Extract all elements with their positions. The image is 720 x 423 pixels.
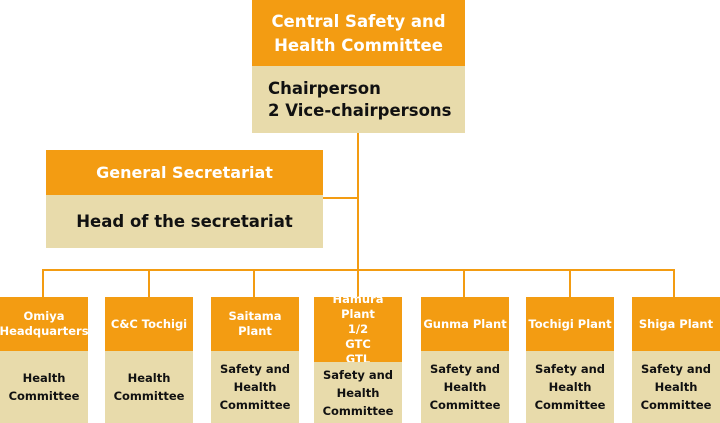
- unit-title-line: Plant: [238, 324, 272, 338]
- unit-committee-line: Health: [22, 371, 66, 385]
- unit-committee-line: Health: [654, 380, 698, 394]
- unit-title-line: Omiya: [23, 309, 65, 323]
- unit-title: Shiga Plant: [632, 297, 720, 351]
- connector-unit-1: [42, 269, 44, 297]
- connector-secretariat: [323, 197, 358, 199]
- central-title-line-2: Health Committee: [274, 36, 443, 55]
- unit-committee-line: Safety and: [534, 362, 606, 376]
- unit-title-line: Tochigi Plant: [528, 316, 612, 331]
- unit-committee-line: Committee: [322, 403, 394, 418]
- unit-committee-line: Health: [233, 380, 277, 394]
- unit-committee-line: Health: [443, 380, 487, 394]
- connector-unit-7: [673, 269, 675, 297]
- unit-committee-line: Committee: [8, 389, 80, 403]
- unit-committee-line: Health: [548, 380, 592, 394]
- secretariat-head-text: Head of the secretariat: [76, 212, 293, 231]
- unit-committee-line: Safety and: [640, 362, 712, 376]
- unit-committee-line: Safety and: [322, 367, 394, 382]
- unit-committee-line: Committee: [219, 398, 291, 412]
- unit-title-line: GTC: [345, 337, 371, 351]
- unit-committee-line: Committee: [534, 398, 606, 412]
- unit-title: C&C Tochigi: [105, 297, 193, 351]
- unit-title-line: 1/2: [347, 322, 369, 336]
- unit-title-line: Saitama: [228, 309, 282, 323]
- unit-title-line: Headquarters: [0, 324, 89, 338]
- unit-title-line: C&C Tochigi: [110, 316, 188, 331]
- vice-chairpersons-label: 2 Vice-chairpersons: [268, 100, 452, 120]
- unit-title-line: Shiga Plant: [638, 316, 714, 331]
- secretariat-head: Head of the secretariat: [46, 195, 323, 248]
- central-committee-title: Central Safety and Health Committee: [252, 0, 465, 66]
- connector-unit-6: [569, 269, 571, 297]
- connector-unit-2: [148, 269, 150, 297]
- unit-committee-line: Health: [336, 385, 380, 400]
- unit-committee-line: Safety and: [219, 362, 291, 376]
- connector-unit-5: [463, 269, 465, 297]
- unit-title: Tochigi Plant: [526, 297, 614, 351]
- chairperson-label: Chairperson: [268, 78, 381, 98]
- unit-committee-line: Committee: [640, 398, 712, 412]
- unit-committee-line: Committee: [113, 389, 185, 403]
- connector-unit-3: [253, 269, 255, 297]
- connector-unit-4: [357, 269, 359, 297]
- secretariat-title: General Secretariat: [46, 150, 323, 195]
- unit-title-line: Gunma Plant: [423, 316, 507, 331]
- central-committee-members: Chairperson 2 Vice-chairpersons: [252, 66, 465, 133]
- central-title-line-1: Central Safety and: [271, 12, 446, 31]
- unit-committee-line: Safety and: [429, 362, 501, 376]
- unit-committee-line: Committee: [429, 398, 501, 412]
- unit-committee-line: Health: [127, 371, 171, 385]
- unit-title-line: Hamura Plant: [332, 292, 384, 321]
- unit-title: Gunma Plant: [421, 297, 509, 351]
- secretariat-title-text: General Secretariat: [96, 163, 273, 182]
- connector-main-vertical: [357, 133, 359, 271]
